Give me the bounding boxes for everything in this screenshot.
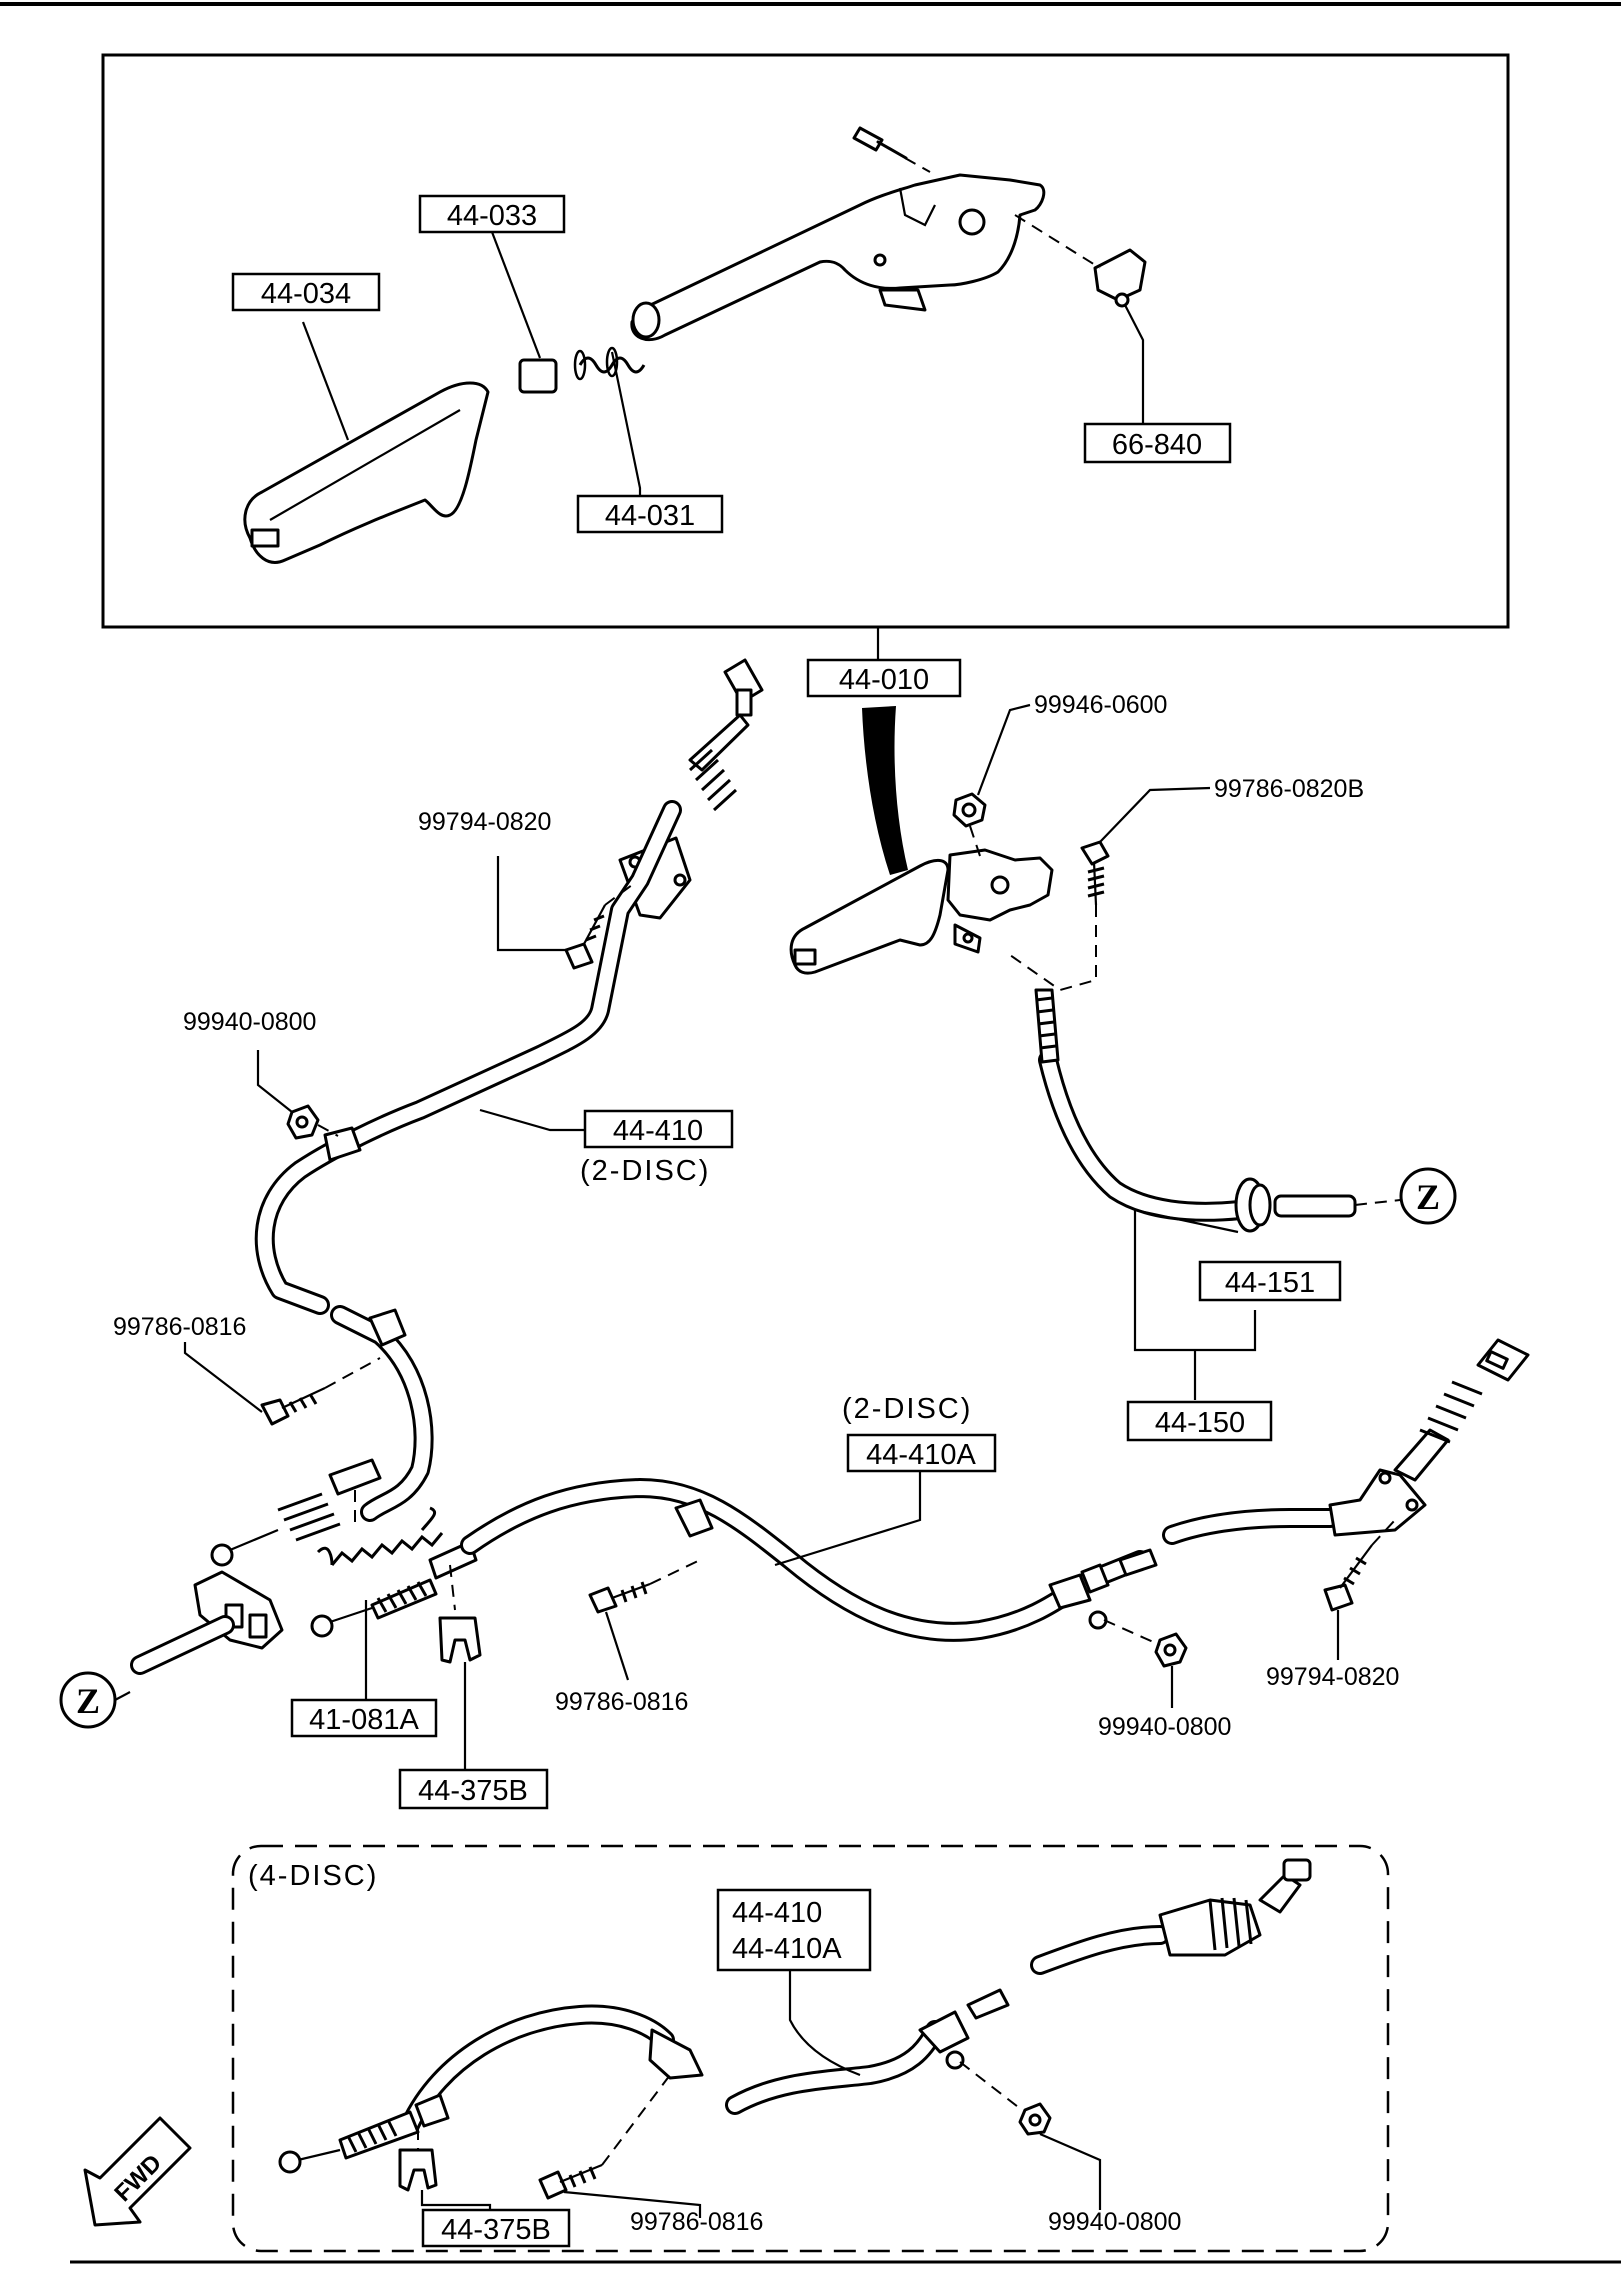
clip-4-disc-drawing bbox=[398, 2128, 438, 2192]
z-marker-right: Z bbox=[1416, 1177, 1440, 1217]
label-44-031: 44-031 bbox=[605, 500, 695, 532]
nut-99940-0800-left-drawing bbox=[286, 1104, 339, 1140]
label-99940-0800-left: 99940-0800 bbox=[183, 1008, 316, 1036]
cable-44-150-drawing bbox=[1034, 988, 1401, 1233]
label-44-034: 44-034 bbox=[261, 278, 351, 310]
label-44-410: 44-410 bbox=[613, 1115, 703, 1147]
lever-bolt-drawing bbox=[852, 126, 931, 173]
label-4-disc-99786-0816: 99786-0816 bbox=[630, 2208, 763, 2236]
label-44-151: 44-151 bbox=[1225, 1267, 1315, 1299]
lever-arm-drawing bbox=[630, 173, 1046, 341]
label-99786-0816-mid: 99786-0816 bbox=[555, 1688, 688, 1716]
lever-grip-drawing bbox=[243, 381, 490, 564]
bolt-4-disc-99786-0816-drawing bbox=[538, 2074, 671, 2200]
fwd-arrow-icon: FWD bbox=[83, 2116, 192, 2227]
nut-4-disc-99940-0800-drawing bbox=[959, 2061, 1052, 2136]
bolt-99786-0820B-drawing bbox=[1009, 840, 1110, 992]
equalizer-drawing bbox=[130, 1570, 284, 1675]
nut-99946-0600-drawing bbox=[952, 792, 987, 857]
z-marker-left: Z bbox=[76, 1681, 100, 1721]
bolt-99786-0816-mid-drawing bbox=[588, 1559, 701, 1614]
bolt-99786-0816-left-drawing bbox=[260, 1357, 381, 1426]
bolt-99794-0820-right-drawing bbox=[1323, 1519, 1396, 1612]
lever-assembly-panel bbox=[101, 53, 1510, 629]
label-99946-0600: 99946-0600 bbox=[1034, 691, 1167, 719]
label-4-disc-44-375B: 44-375B bbox=[441, 2214, 551, 2246]
label-44-410A: 44-410A bbox=[866, 1439, 976, 1471]
label-99786-0820B: 99786-0820B bbox=[1214, 775, 1364, 803]
cable-4-disc-drawing bbox=[278, 1858, 1312, 2174]
cable-44-410-drawing bbox=[210, 658, 764, 1567]
clip-44-375B-drawing bbox=[438, 1616, 482, 1664]
label-4-disc-44-410A: 44-410A bbox=[732, 1933, 842, 1965]
label-99786-0816-left: 99786-0816 bbox=[113, 1313, 246, 1341]
label-4-disc-44-410: 44-410 bbox=[732, 1897, 822, 1929]
pointer-arrow bbox=[862, 706, 908, 875]
label-2-disc-left: (2-DISC) bbox=[580, 1155, 710, 1187]
label-99794-0820-top: 99794-0820 bbox=[418, 808, 551, 836]
label-44-033: 44-033 bbox=[447, 200, 537, 232]
four-disc-panel bbox=[231, 1844, 1390, 2253]
switch-66-840-drawing bbox=[1014, 214, 1147, 308]
label-44-375B: 44-375B bbox=[418, 1775, 528, 1807]
lever-spring-drawing bbox=[573, 346, 646, 381]
return-spring-drawing bbox=[316, 1506, 444, 1566]
bolt-99794-0820-top-drawing bbox=[564, 884, 633, 970]
label-2-disc-mid: (2-DISC) bbox=[842, 1393, 972, 1425]
label-41-081A: 41-081A bbox=[309, 1704, 419, 1736]
label-44-150: 44-150 bbox=[1155, 1407, 1245, 1439]
cable-44-410A-left-end bbox=[310, 1540, 478, 1638]
lever-subassembly-drawing bbox=[789, 848, 1054, 975]
label-44-010: 44-010 bbox=[839, 664, 929, 696]
label-66-840: 66-840 bbox=[1112, 429, 1202, 461]
cable-44-410A-drawing bbox=[460, 1338, 1530, 1642]
label-4-disc-99940-0800: 99940-0800 bbox=[1048, 2208, 1181, 2236]
nut-99940-0800-mid-drawing bbox=[1103, 1619, 1188, 1668]
label-99794-0820-right: 99794-0820 bbox=[1266, 1663, 1399, 1691]
lever-button-drawing bbox=[518, 358, 558, 394]
label-4-disc: (4-DISC) bbox=[248, 1860, 378, 1892]
label-99940-0800-mid: 99940-0800 bbox=[1098, 1713, 1231, 1741]
